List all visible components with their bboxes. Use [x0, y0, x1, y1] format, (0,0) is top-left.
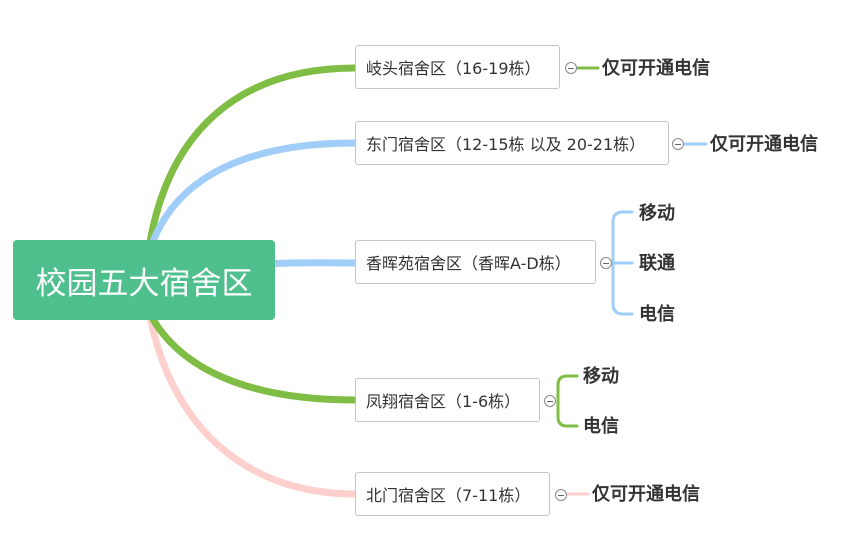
branch-topic-beimen[interactable]: 北门宿舍区（7-11栋）: [355, 472, 550, 516]
branch-topic-dongmen[interactable]: 东门宿舍区（12-15栋 以及 20-21栋）: [355, 121, 669, 165]
leaf-topic[interactable]: 仅可开通电信: [710, 134, 818, 155]
root-topic[interactable]: 校园五大宿舍区: [13, 240, 275, 320]
root-connector: [264, 259, 359, 268]
collapse-toggle-icon[interactable]: [600, 257, 612, 269]
collapse-toggle-icon[interactable]: [555, 489, 567, 501]
branch-topic-fengxiang[interactable]: 凤翔宿舍区（1-6栋）: [355, 378, 540, 422]
collapse-toggle-icon[interactable]: [565, 62, 577, 74]
leaf-bracket: [556, 374, 579, 402]
leaf-topic[interactable]: 移动: [583, 366, 619, 387]
leaf-topic[interactable]: 联通: [639, 253, 675, 274]
branch-topic-qitou[interactable]: 岐头宿舍区（16-19栋）: [355, 45, 560, 89]
leaf-topic[interactable]: 仅可开通电信: [602, 58, 710, 79]
leaf-bracket: [556, 398, 579, 428]
leaf-topic[interactable]: 电信: [639, 304, 675, 325]
leaf-topic[interactable]: 仅可开通电信: [592, 484, 700, 505]
branch-topic-xianghuiyuan[interactable]: 香晖苑宿舍区（香晖A-D栋）: [355, 240, 596, 284]
root-connector: [146, 310, 359, 404]
leaf-topic[interactable]: 移动: [639, 203, 675, 224]
root-connector: [146, 64, 359, 246]
leaf-bracket: [611, 210, 634, 265]
leaf-topic[interactable]: 电信: [583, 416, 619, 437]
root-connector: [146, 312, 359, 498]
leaf-bracket: [611, 261, 634, 316]
collapse-toggle-icon[interactable]: [544, 395, 556, 407]
collapse-toggle-icon[interactable]: [672, 138, 684, 150]
root-connector: [148, 139, 359, 248]
